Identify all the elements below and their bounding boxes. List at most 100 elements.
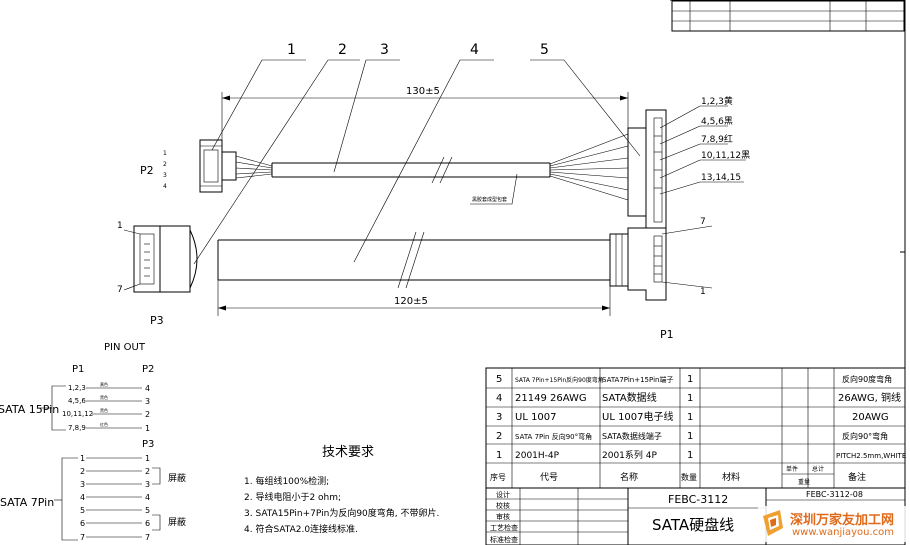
bom-h-name: 名称 bbox=[620, 471, 638, 483]
p2-wire-fan bbox=[235, 155, 273, 179]
role-standard: 标准检查 bbox=[490, 535, 518, 544]
bom-3-name: UL 1007电子线 bbox=[602, 410, 674, 423]
bom-2-no: 2 bbox=[496, 431, 502, 442]
pinout-col-p3: P3 bbox=[142, 439, 154, 450]
dimension-120 bbox=[217, 280, 611, 316]
ref-number: FEBC-3112-08 bbox=[806, 490, 863, 499]
part-name: SATA硬盘线 bbox=[652, 516, 734, 534]
p1-group-3: 7,8,9红 bbox=[701, 133, 733, 145]
pinout-sata15-bracket bbox=[40, 385, 66, 431]
bom-5-code: SATA 7Pin+15Pin反向90度弯角 bbox=[515, 376, 604, 384]
bom-5-no: 5 bbox=[496, 374, 502, 385]
p1-pin7-label: 7 bbox=[700, 217, 706, 227]
p1-pin1-label: 1 bbox=[700, 287, 706, 297]
pinout-col-p2: P2 bbox=[142, 364, 154, 375]
role-review: 审核 bbox=[496, 512, 510, 521]
bom-3-code: UL 1007 bbox=[515, 412, 557, 423]
bom-5-note: 反向90度弯角 bbox=[842, 374, 892, 384]
row7-6-r: 6 bbox=[145, 519, 150, 528]
p2-pin-3: 3 bbox=[163, 172, 167, 179]
bom-2-name: SATA数据线端子 bbox=[602, 431, 662, 441]
p1-label: P1 bbox=[660, 328, 674, 341]
bom-4-code: 21149 26AWG bbox=[515, 393, 587, 404]
row15-4-p1: 7,8,9 bbox=[68, 424, 86, 432]
row15-1-p2: 4 bbox=[145, 384, 150, 393]
tech-title: 技术要求 bbox=[322, 445, 374, 460]
row7-1-r: 1 bbox=[145, 454, 150, 463]
pinout-sata15: SATA 15Pin bbox=[0, 403, 59, 416]
p3-pin7-label: 7 bbox=[117, 285, 123, 295]
tech-item-4: 4. 符合SATA2.0连接线标准. bbox=[244, 523, 358, 535]
role-design: 设计 bbox=[496, 490, 510, 499]
row15-2-p2: 3 bbox=[145, 397, 150, 406]
watermark-name: 深圳万家友加工网 bbox=[790, 513, 895, 528]
bom-rows: 5 SATA 7Pin+15Pin反向90度弯角 SATA7Pin+15Pin端… bbox=[496, 374, 906, 461]
row15-1-color: 黄色 bbox=[100, 381, 108, 387]
row7-5-l: 5 bbox=[80, 506, 85, 515]
item-callouts bbox=[193, 59, 641, 265]
bom-1-code: 2001H-4P bbox=[515, 451, 560, 461]
dimension-130 bbox=[221, 92, 629, 140]
drawing-number: FEBC-3112 bbox=[668, 493, 728, 506]
callout-4: 4 bbox=[470, 42, 479, 58]
bom-3-qty: 1 bbox=[687, 412, 693, 423]
watermark-url: www.wanjiayou.com bbox=[792, 527, 895, 538]
p1-group-5: 13,14,15 bbox=[701, 173, 741, 183]
p1-data-connector bbox=[609, 227, 667, 301]
row15-3-color: 黑色 bbox=[100, 407, 108, 413]
row7-6-l: 6 bbox=[80, 519, 85, 528]
callout-2: 2 bbox=[338, 42, 347, 58]
p1-pin-groups: 1,2,3黄 4,5,6黑 7,8,9红 10,11,12黑 13,14,15 bbox=[659, 95, 750, 195]
row7-2-l: 2 bbox=[80, 467, 85, 476]
pinout-sata7: SATA 7Pin bbox=[0, 496, 54, 509]
tech-item-3: 3. SATA15Pin+7Pin为反向90度弯角, 不带卵片. bbox=[244, 507, 439, 519]
bom-4-no: 4 bbox=[496, 393, 502, 404]
p3-label: P3 bbox=[150, 314, 164, 327]
row15-4-color: 红色 bbox=[100, 421, 108, 427]
tech-item-1: 1. 每组线100%检测; bbox=[244, 475, 329, 487]
bom-3-note: 20AWG bbox=[852, 412, 889, 423]
bom-h-code: 代号 bbox=[540, 472, 558, 483]
bom-h-material: 材料 bbox=[722, 471, 740, 483]
row7-4-r: 4 bbox=[145, 493, 150, 502]
bom-3-no: 3 bbox=[496, 412, 502, 423]
bom-4-qty: 1 bbox=[687, 393, 693, 404]
row15-3-p2: 2 bbox=[145, 410, 150, 419]
wire-note: 黑胶套成型包套 bbox=[472, 196, 507, 203]
bom-1-no: 1 bbox=[496, 450, 502, 461]
row7-3-r: 3 bbox=[145, 480, 150, 489]
pinout-col-p1: P1 bbox=[72, 364, 84, 375]
bom-h-no: 序号 bbox=[490, 472, 506, 482]
bom-1-note: PITCH2.5mm,WHITE bbox=[836, 452, 906, 460]
bom-2-note: 反向90°弯角 bbox=[842, 431, 888, 441]
p1-group-4: 10,11,12黑 bbox=[701, 150, 750, 161]
p3-data-connector bbox=[133, 225, 198, 293]
p1-group-2: 4,5,6黑 bbox=[701, 116, 733, 127]
bom-5-name: SATA7Pin+15Pin端子 bbox=[602, 375, 673, 384]
callout-5: 5 bbox=[540, 42, 549, 58]
shield-label-1: 屏蔽 bbox=[168, 472, 186, 484]
watermark-badge[interactable]: 深圳万家友加工网 www.wanjiayou.com bbox=[758, 506, 908, 542]
bom-h-weight: 重量 bbox=[798, 478, 810, 486]
row15-2-p1: 4,5,6 bbox=[68, 397, 86, 405]
p2-pin-numbers: 1 2 3 4 bbox=[163, 150, 167, 190]
bom-1-qty: 1 bbox=[687, 450, 693, 461]
bom-header: 序号 代号 名称 数量 材料 单件 总计 重量 备注 bbox=[490, 465, 866, 486]
p1-wire-fan bbox=[549, 133, 629, 201]
row7-1-l: 1 bbox=[80, 454, 85, 463]
bom-2-code: SATA 7Pin 反向90°弯角 bbox=[515, 432, 592, 441]
p2-pin-1: 1 bbox=[163, 150, 167, 157]
pinout-sata7-bracket bbox=[54, 457, 78, 541]
role-process: 工艺检查 bbox=[490, 523, 518, 532]
p3-pin1-label: 1 bbox=[117, 221, 123, 231]
sata-data-cable bbox=[217, 231, 610, 289]
pinout-sata15-rows: 1,2,3 黄色 4 4,5,6 黑色 3 10,11,12 黑色 2 7,8,… bbox=[62, 381, 150, 433]
bom-h-note: 备注 bbox=[848, 471, 866, 483]
bom-2-qty: 1 bbox=[687, 431, 693, 442]
row7-5-r: 5 bbox=[145, 506, 150, 515]
row15-3-p1: 10,11,12 bbox=[62, 410, 93, 418]
bom-h-total: 总计 bbox=[812, 465, 824, 473]
p2-pin-4: 4 bbox=[163, 183, 167, 190]
p2-pin-2: 2 bbox=[163, 161, 167, 168]
dim-130-label: 130±5 bbox=[406, 86, 440, 97]
